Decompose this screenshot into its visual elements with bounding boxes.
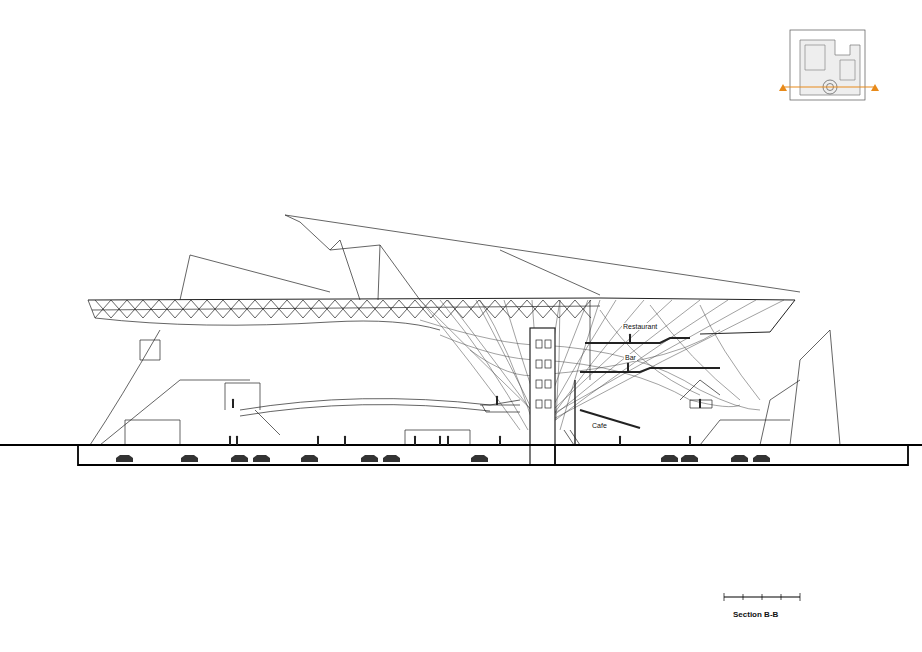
- person: [499, 436, 501, 445]
- truss-brace: [511, 300, 527, 318]
- truss-brace: [143, 300, 159, 318]
- roof-truss: [88, 298, 795, 334]
- person: [447, 436, 449, 445]
- section-caption: Section B-B: [732, 611, 779, 619]
- car: [681, 455, 698, 462]
- car: [253, 455, 270, 462]
- truss-brace: [575, 300, 591, 318]
- truss-brace: [399, 300, 415, 318]
- truss-brace: [95, 300, 111, 318]
- room-label: Cafe: [591, 422, 608, 429]
- person: [496, 396, 498, 405]
- mesh-line: [420, 300, 542, 420]
- truss-brace: [303, 300, 319, 318]
- room-label-text: Bar: [624, 354, 637, 361]
- truss-brace: [271, 300, 287, 318]
- person: [629, 334, 631, 343]
- room-label: Restaurant: [622, 323, 658, 330]
- truss-brace: [111, 300, 127, 318]
- car: [471, 455, 488, 462]
- person: [627, 363, 629, 372]
- truss-brace: [559, 300, 575, 318]
- truss-brace: [335, 300, 351, 318]
- room-label-text: Cafe: [591, 422, 608, 429]
- mesh-line: [542, 300, 756, 420]
- car: [753, 455, 770, 462]
- scale-bar: [724, 593, 800, 601]
- key-plan: [779, 30, 879, 100]
- canopy-mesh: [420, 300, 784, 430]
- truss-brace: [239, 300, 255, 318]
- car: [383, 455, 400, 462]
- truss-brace: [543, 300, 559, 318]
- truss-brace: [159, 300, 175, 318]
- car: [301, 455, 318, 462]
- mesh-line: [542, 300, 644, 430]
- caption-text: Section B-B: [732, 610, 779, 619]
- person: [236, 436, 238, 445]
- person: [317, 436, 319, 445]
- truss-brace: [367, 300, 383, 318]
- truss-brace: [319, 300, 335, 318]
- truss-brace: [127, 300, 143, 318]
- truss-brace: [191, 300, 207, 318]
- truss-brace: [431, 300, 447, 318]
- truss-brace: [175, 300, 191, 318]
- truss-brace: [463, 300, 479, 318]
- walls: [90, 330, 840, 445]
- person: [232, 399, 234, 408]
- mesh-line: [542, 300, 728, 430]
- car: [231, 455, 248, 462]
- people: [229, 334, 701, 445]
- ground-basement: [0, 445, 922, 465]
- person: [439, 436, 441, 445]
- mesh-line: [542, 300, 700, 425]
- car: [731, 455, 748, 462]
- mesh-line: [448, 300, 542, 425]
- mesh-line: [542, 300, 784, 425]
- car: [361, 455, 378, 462]
- truss-brace: [223, 300, 239, 318]
- truss-brace: [351, 300, 367, 318]
- person: [414, 436, 416, 445]
- mesh-line: [542, 300, 672, 420]
- truss-brace: [207, 300, 223, 318]
- car: [116, 455, 133, 462]
- room-label-text: Restaurant: [622, 323, 658, 330]
- truss-brace: [255, 300, 271, 318]
- roof-sails: [180, 215, 800, 300]
- person: [344, 436, 346, 445]
- person: [619, 436, 621, 445]
- person: [699, 399, 701, 408]
- car: [661, 455, 678, 462]
- room-label: Bar: [624, 354, 637, 361]
- person: [689, 436, 691, 445]
- truss-brace: [527, 300, 543, 318]
- truss-brace: [383, 300, 399, 318]
- car: [181, 455, 198, 462]
- truss-brace: [287, 300, 303, 318]
- person: [229, 436, 231, 445]
- ramps-floors: [240, 300, 720, 445]
